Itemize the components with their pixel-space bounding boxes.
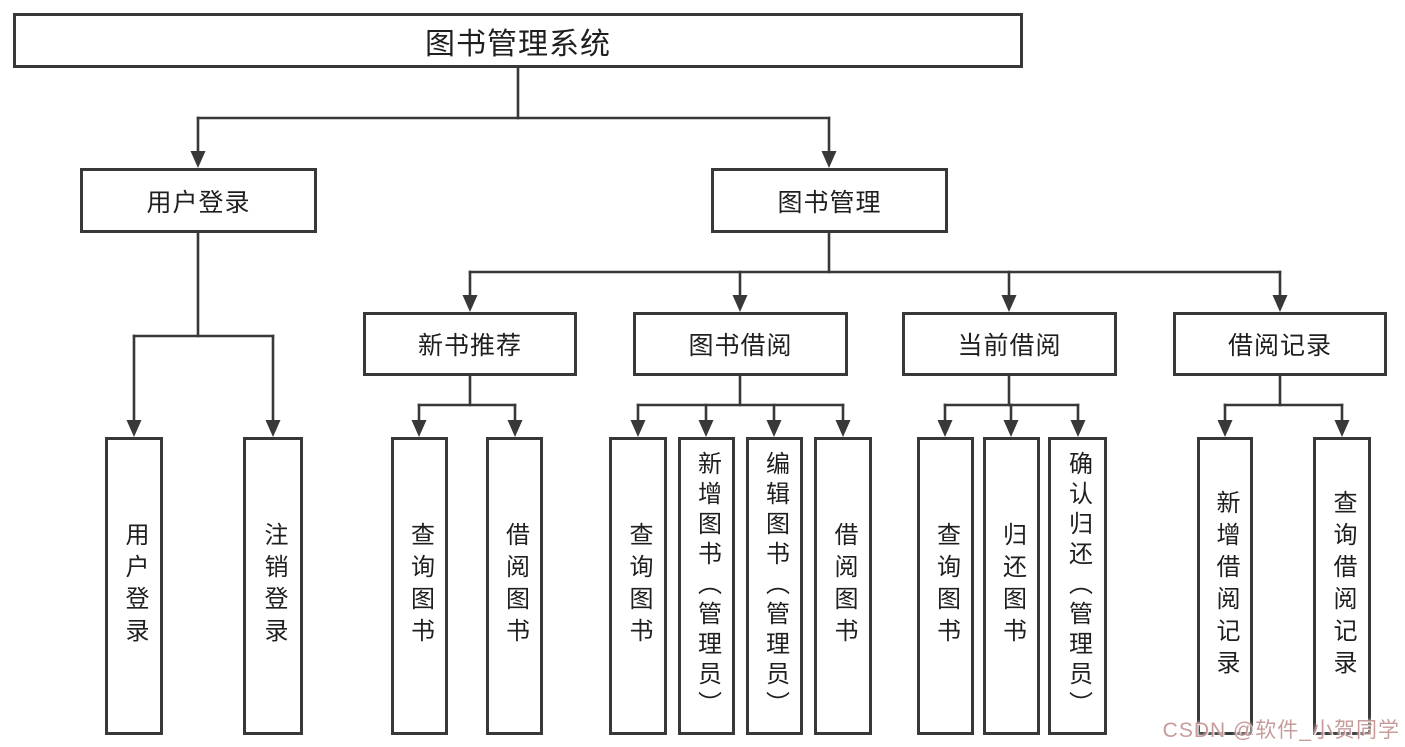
leaf-return-books: 归还图书 <box>983 437 1040 735</box>
leaf-add-books-admin: 新增图书（管理员） <box>678 437 735 735</box>
node-book-management: 图书管理 <box>711 168 948 233</box>
node-library-management-system: 图书管理系统 <box>13 13 1023 68</box>
leaf-query-borrow-record: 查询借阅记录 <box>1313 437 1371 735</box>
leaf-query-books-recommend: 查询图书 <box>391 437 448 735</box>
leaf-query-books-current: 查询图书 <box>917 437 974 735</box>
node-new-book-recommendation: 新书推荐 <box>363 312 577 376</box>
node-book-borrowing: 图书借阅 <box>633 312 848 376</box>
leaf-borrow-books-recommend: 借阅图书 <box>486 437 543 735</box>
node-user-login: 用户登录 <box>80 168 317 233</box>
leaf-add-borrow-record: 新增借阅记录 <box>1197 437 1253 735</box>
leaf-user-login: 用户登录 <box>105 437 163 735</box>
node-borrowing-records: 借阅记录 <box>1173 312 1387 376</box>
leaf-edit-books-admin: 编辑图书（管理员） <box>746 437 803 735</box>
csdn-watermark: CSDN @软件_小贺同学 <box>1162 719 1400 742</box>
node-current-borrowing: 当前借阅 <box>902 312 1117 376</box>
leaf-borrow-books: 借阅图书 <box>814 437 872 735</box>
leaf-confirm-return-admin: 确认归还（管理员） <box>1048 437 1107 735</box>
leaf-query-books-borrow: 查询图书 <box>609 437 667 735</box>
leaf-logout: 注销登录 <box>243 437 303 735</box>
arrowheads <box>126 151 1350 437</box>
